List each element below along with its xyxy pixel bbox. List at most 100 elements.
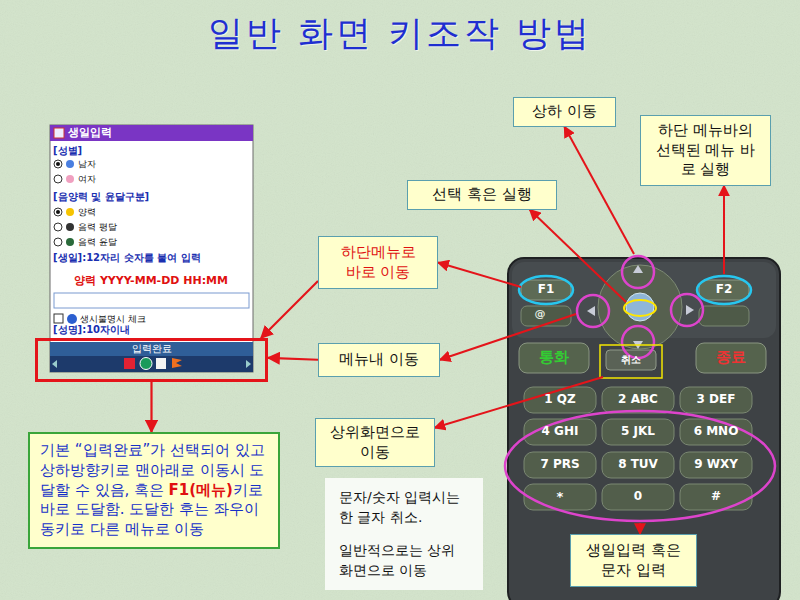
key-label: *: [557, 490, 564, 505]
phone-keypad: [602, 387, 674, 413]
key-label: @: [535, 308, 546, 321]
phone-keypad: [680, 452, 752, 478]
leader-line: [530, 210, 626, 303]
phone-screenshot: [246, 360, 251, 368]
phone-screenshot: [54, 208, 62, 216]
leader-line: [564, 127, 634, 255]
highlight-marks: [577, 295, 609, 327]
key-label: F1: [538, 283, 555, 297]
phone-keypad: [680, 387, 752, 413]
screen-text: 여자: [78, 174, 96, 184]
phone-screenshot: [54, 160, 62, 168]
key-label: 1 QZ: [544, 393, 575, 407]
callout-box: 선택 혹은 실행: [407, 180, 557, 210]
phone-keypad: [519, 343, 589, 373]
note-text: 문자/숫자 입력시는 한 글자 취소.: [339, 488, 469, 527]
phone-keypad: [598, 265, 682, 349]
phone-screenshot: [50, 125, 253, 141]
phone-keypad: [587, 306, 595, 316]
leader-line: [438, 263, 521, 288]
screen-text: 음력 평달: [78, 222, 117, 232]
note-text: 일반적으로는 상위화면으로 이동: [339, 541, 469, 580]
connector-arrow: [261, 281, 318, 338]
phone-keypad: [521, 280, 571, 300]
phone-screenshot: [67, 314, 77, 324]
key-label: 3 DEF: [697, 393, 736, 407]
key-label: 8 TUV: [618, 458, 658, 472]
callout-text: 선택 혹은 실행: [432, 185, 532, 205]
phone-keypad: [633, 265, 643, 273]
phone-screenshot: [56, 210, 60, 214]
callout-text: 상위화면으로 이동: [326, 423, 424, 462]
phone-keypad: [686, 305, 694, 315]
callout-box: 메뉴내 이동: [318, 343, 440, 377]
key-label: #: [711, 490, 721, 504]
phone-keypad: [524, 484, 596, 510]
screen-title: 생일입력: [68, 127, 112, 140]
phone-screenshot: [140, 358, 152, 370]
leader-line: [723, 186, 725, 275]
screen-text: [음양력 및 윤달구분]: [53, 191, 149, 203]
phone-screenshot: [54, 223, 62, 231]
key-label: 4 GHI: [542, 425, 579, 439]
phone-screenshot: [54, 128, 64, 138]
key-label: 종료: [716, 349, 746, 366]
phone-screenshot: [54, 238, 62, 246]
phone-keypad: [521, 306, 571, 326]
phone-keypad: [602, 484, 674, 510]
key-label: 5 JKL: [621, 425, 655, 439]
callout-box: 상위화면으로 이동: [315, 418, 435, 467]
screen-text: 양력 YYYY-MM-DD HH:MM: [74, 275, 228, 288]
screen-text: [성별]: [53, 145, 82, 157]
leader-line: [639, 523, 641, 534]
phone-screenshot: [56, 162, 60, 166]
screen-text: 양력: [78, 207, 96, 217]
phone-keypad: [602, 419, 674, 445]
explanation-box: 기본 “입력완료”가 선택되어 있고 상하방향키로 맨아래로 이동시 도달할 수…: [28, 432, 280, 549]
phone-screenshot: [124, 358, 135, 369]
key-label: 6 MNO: [694, 425, 739, 439]
highlight-marks: [697, 276, 751, 304]
callout-text: 상하 이동: [532, 102, 597, 122]
screen-text: 남자: [78, 159, 96, 169]
callout-box: 상하 이동: [513, 97, 616, 127]
highlight-marks: [505, 411, 775, 521]
explanation-text: F1(메뉴): [169, 481, 233, 499]
phone-screenshot: [66, 238, 74, 246]
screen-text: [성명]:10자이내: [53, 324, 130, 336]
phone-keypad: [699, 280, 749, 300]
highlight-marks: [505, 256, 775, 521]
highlight-marks: [519, 276, 573, 304]
key-label: 2 ABC: [618, 393, 658, 407]
screen-text: 생시불명시 체크: [80, 314, 146, 324]
key-label: 통화: [539, 349, 569, 366]
screen-text: 음력 윤달: [78, 237, 117, 247]
phone-screenshot: [50, 125, 253, 372]
phone-keypad: [602, 452, 674, 478]
highlight-marks: [600, 345, 662, 378]
key-label: F2: [716, 283, 733, 297]
key-label: 9 WXY: [694, 458, 738, 472]
menu-bar-frame: 입력완료: [35, 338, 268, 382]
note-box: 문자/숫자 입력시는 한 글자 취소. 일반적으로는 상위화면으로 이동: [325, 478, 483, 590]
screen-text: [생일]:12자리 숫자를 붙여 입력: [53, 252, 201, 264]
callout-text: 하단 메뉴바의 선택된 메뉴 바로 실행: [653, 121, 758, 180]
phone-screenshot: [54, 314, 63, 323]
phone-keypad: [699, 306, 749, 326]
phone-screenshot: [66, 223, 74, 231]
phone-screenshot: [54, 175, 62, 183]
connector-arrow: [152, 281, 319, 432]
phone-screenshot: [66, 160, 74, 168]
phone-screenshot: [52, 360, 57, 368]
highlight-marks: [671, 294, 703, 326]
phone-screenshot: [54, 293, 249, 308]
connector-arrow: [150, 382, 152, 432]
key-label: 0: [634, 490, 642, 504]
callout-box: 하단 메뉴바의 선택된 메뉴 바로 실행: [640, 115, 771, 186]
callout-text: 하단메뉴로 바로 이동: [333, 243, 423, 282]
key-label: 취소: [621, 354, 641, 366]
connector-arrow: [268, 358, 318, 360]
phone-keypad: [680, 419, 752, 445]
page-title: 일반 화면 키조작 방법: [0, 12, 800, 54]
callout-box: 하단메뉴로 바로 이동: [318, 236, 438, 289]
